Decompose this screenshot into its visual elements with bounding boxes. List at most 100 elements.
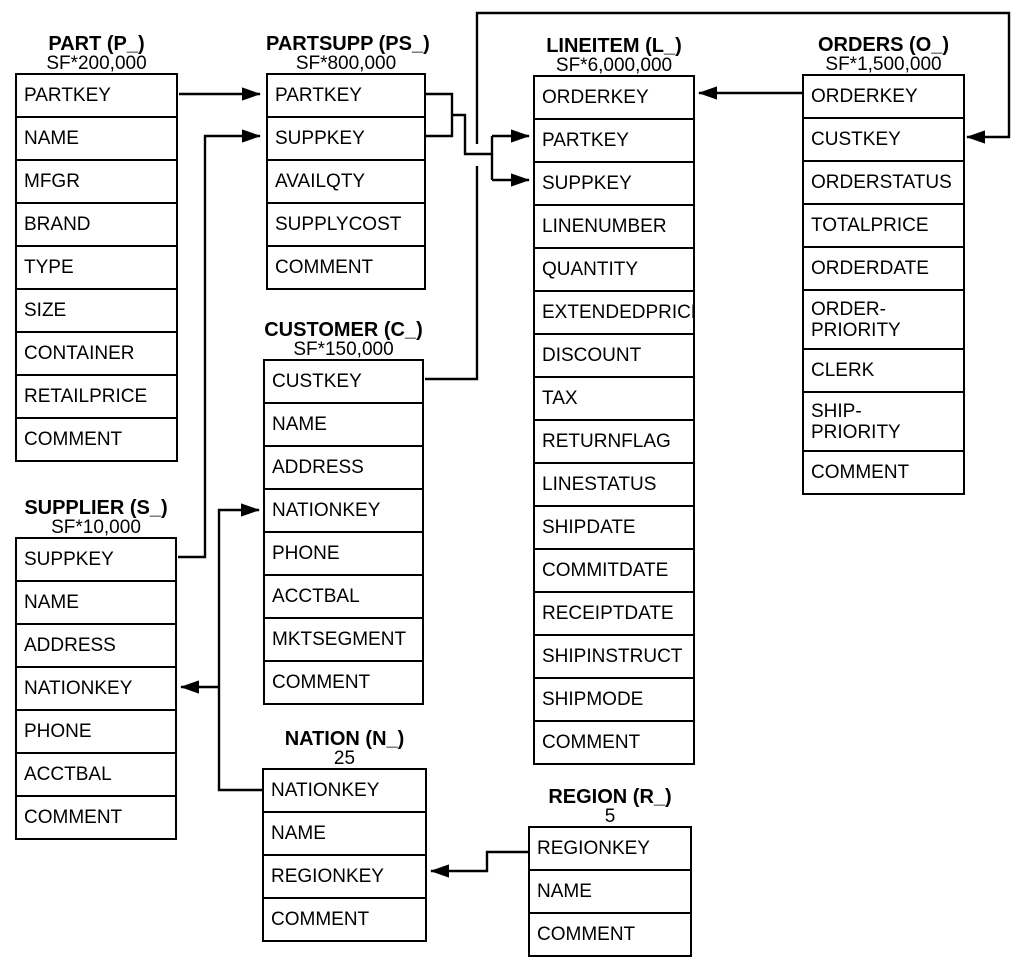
column-label: PHONE xyxy=(24,721,92,742)
column-label: COMMENT xyxy=(275,257,374,278)
column-label: COMMENT xyxy=(272,672,371,693)
column-cell-supplier-acctbal: ACCTBAL xyxy=(15,752,177,797)
column-label: NAME xyxy=(537,881,592,902)
column-cell-part-comment: COMMENT xyxy=(15,417,178,462)
column-cell-partsupp-partkey: PARTKEY xyxy=(266,73,426,118)
column-label: CUSTKEY xyxy=(811,129,901,150)
column-cell-orders-clerk: CLERK xyxy=(802,348,965,393)
table-title-partsupp: PARTSUPP (PS_) xyxy=(266,33,430,55)
partsupp-output-bracket xyxy=(426,94,452,136)
column-cell-part-mfgr: MFGR xyxy=(15,159,178,204)
column-label: NATIONKEY xyxy=(271,780,380,801)
column-cell-lineitem-returnflag: RETURNFLAG xyxy=(533,419,695,464)
column-label: SHIPMODE xyxy=(542,689,644,710)
column-cell-nation-regionkey: REGIONKEY xyxy=(262,854,427,899)
table-title-customer: CUSTOMER (C_) xyxy=(264,319,423,341)
column-label: QUANTITY xyxy=(542,259,639,280)
column-cell-lineitem-tax: TAX xyxy=(533,376,695,421)
column-label: PARTKEY xyxy=(24,85,111,106)
column-label: TAX xyxy=(542,388,578,409)
column-label: MKTSEGMENT xyxy=(272,629,407,650)
table-cardinality-orders: SF*1,500,000 xyxy=(825,54,942,75)
column-cell-customer-nationkey: NATIONKEY xyxy=(263,488,424,533)
column-label: ACCTBAL xyxy=(24,764,112,785)
fk-supplier-to-partsupp-suppkey-wire xyxy=(178,129,261,557)
column-cell-customer-comment: COMMENT xyxy=(263,660,424,705)
column-cell-supplier-comment: COMMENT xyxy=(15,795,177,840)
column-label: TOTALPRICE xyxy=(811,215,929,236)
column-label: RETURNFLAG xyxy=(542,431,671,452)
column-label: NAME xyxy=(24,128,79,149)
column-cell-part-container: CONTAINER xyxy=(15,331,178,376)
column-label: CLERK xyxy=(811,360,875,381)
column-label: RECEIPTDATE xyxy=(542,603,674,624)
column-cell-orders-shippriority: SHIP- PRIORITY xyxy=(802,391,965,452)
column-cell-orders-orderdate: ORDERDATE xyxy=(802,246,965,291)
column-label: SIZE xyxy=(24,300,67,321)
column-label: ADDRESS xyxy=(272,457,364,478)
column-label: TYPE xyxy=(24,257,74,278)
column-cell-nation-comment: COMMENT xyxy=(262,897,427,942)
column-cell-partsupp-comment: COMMENT xyxy=(266,245,426,290)
column-cell-lineitem-linenumber: LINENUMBER xyxy=(533,204,695,249)
column-cell-supplier-nationkey: NATIONKEY xyxy=(15,666,177,711)
column-label: ORDER- PRIORITY xyxy=(811,298,901,341)
column-label: BRAND xyxy=(24,214,91,235)
column-cell-orders-totalprice: TOTALPRICE xyxy=(802,203,965,248)
column-label: SUPPKEY xyxy=(275,128,365,149)
table-title-lineitem: LINEITEM (L_) xyxy=(546,35,682,57)
column-cell-partsupp-suppkey: SUPPKEY xyxy=(266,116,426,161)
column-cell-supplier-name: NAME xyxy=(15,580,177,625)
table-cardinality-part: SF*200,000 xyxy=(46,53,147,74)
fk-region-to-nation-regionkey-wire xyxy=(430,852,528,878)
column-cell-nation-name: NAME xyxy=(262,811,427,856)
column-label: COMMENT xyxy=(24,429,123,450)
table-title-nation: NATION (N_) xyxy=(284,728,405,750)
column-cell-part-retailprice: RETAILPRICE xyxy=(15,374,178,419)
column-label: LINENUMBER xyxy=(542,216,667,237)
column-label: NAME xyxy=(24,592,79,613)
column-label: ADDRESS xyxy=(24,635,116,656)
column-cell-orders-orderpriority: ORDER- PRIORITY xyxy=(802,289,965,350)
column-cell-part-size: SIZE xyxy=(15,288,178,333)
table-cardinality-lineitem: SF*6,000,000 xyxy=(555,55,673,76)
column-label: SUPPLYCOST xyxy=(275,214,402,235)
column-label: COMMENT xyxy=(24,807,123,828)
column-cell-part-brand: BRAND xyxy=(15,202,178,247)
partsupp-merge-path xyxy=(452,115,492,154)
column-label: SHIPDATE xyxy=(542,517,636,538)
column-label: COMMENT xyxy=(542,732,641,753)
column-cell-customer-name: NAME xyxy=(263,402,424,447)
column-label: ACCTBAL xyxy=(272,586,360,607)
column-cell-lineitem-shipmode: SHIPMODE xyxy=(533,677,695,722)
column-label: PHONE xyxy=(272,543,340,564)
column-cell-customer-acctbal: ACCTBAL xyxy=(263,574,424,619)
column-cell-lineitem-receiptdate: RECEIPTDATE xyxy=(533,591,695,636)
column-cell-part-name: NAME xyxy=(15,116,178,161)
table-cardinality-customer: SF*150,000 xyxy=(293,339,394,360)
column-label: ORDERDATE xyxy=(811,258,929,279)
column-label: NATIONKEY xyxy=(24,678,133,699)
column-cell-nation-nationkey: NATIONKEY xyxy=(262,768,427,813)
column-cell-supplier-phone: PHONE xyxy=(15,709,177,754)
column-cell-region-name: NAME xyxy=(528,869,692,914)
column-cell-customer-address: ADDRESS xyxy=(263,445,424,490)
column-cell-orders-custkey: CUSTKEY xyxy=(802,117,965,162)
column-label: COMMENT xyxy=(811,462,910,483)
column-label: SUPPKEY xyxy=(542,173,632,194)
fk-customer-to-orders-custkey-wire-lower xyxy=(425,166,477,379)
fk-nation-to-customer-nationkey-wire xyxy=(219,503,262,790)
column-cell-lineitem-partkey: PARTKEY xyxy=(533,118,695,163)
column-cell-lineitem-linestatus: LINESTATUS xyxy=(533,462,695,507)
column-label: NATIONKEY xyxy=(272,500,381,521)
